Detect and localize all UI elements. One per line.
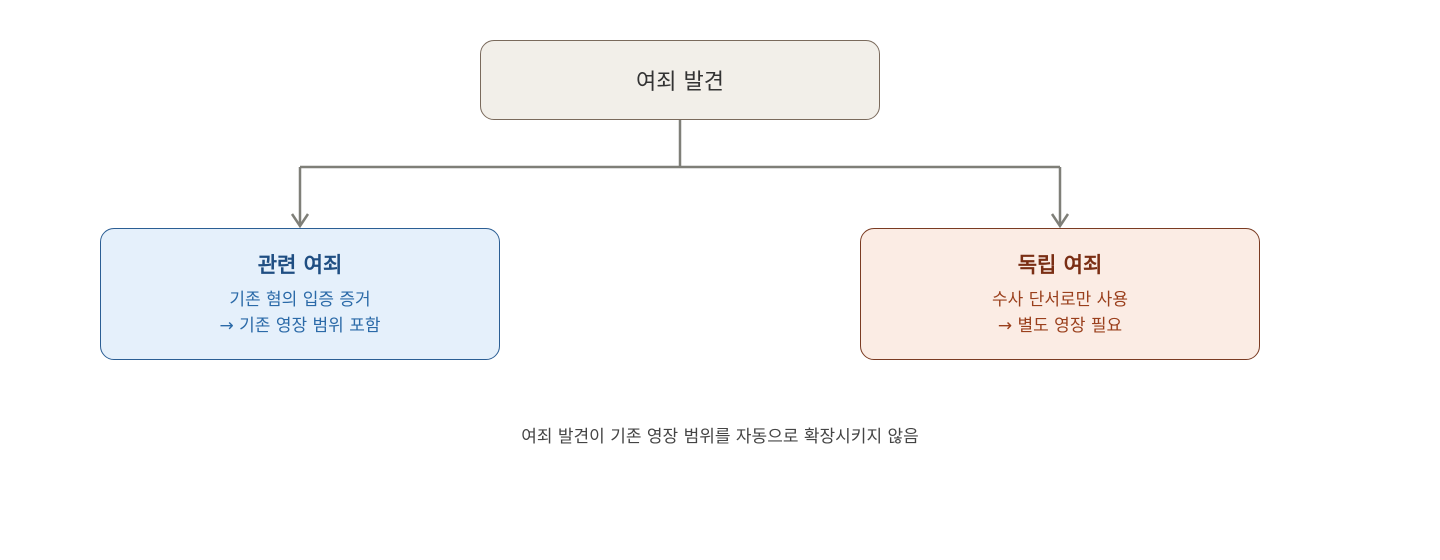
root-node-title: 여죄 발견: [636, 70, 724, 95]
independent-offense-line-2: → 별도 영장 필요: [997, 316, 1123, 336]
related-offense-line-1: 기존 혐의 입증 증거: [229, 290, 371, 310]
left-arrowhead-icon: [290, 213, 310, 229]
diagram-caption: 여죄 발견이 기존 영장 범위를 자동으로 확장시키지 않음: [521, 427, 919, 447]
right-arrowhead-icon: [1050, 213, 1070, 229]
independent-offense-node: 독립 여죄 수사 단서로만 사용 → 별도 영장 필요: [860, 228, 1260, 360]
independent-offense-line-1: 수사 단서로만 사용: [992, 290, 1128, 310]
independent-offense-title: 독립 여죄: [1017, 253, 1103, 277]
related-offense-title: 관련 여죄: [257, 253, 343, 277]
related-offense-node: 관련 여죄 기존 혐의 입증 증거 → 기존 영장 범위 포함: [100, 228, 500, 360]
root-node: 여죄 발견: [480, 40, 880, 120]
related-offense-line-2: → 기존 영장 범위 포함: [219, 316, 381, 336]
